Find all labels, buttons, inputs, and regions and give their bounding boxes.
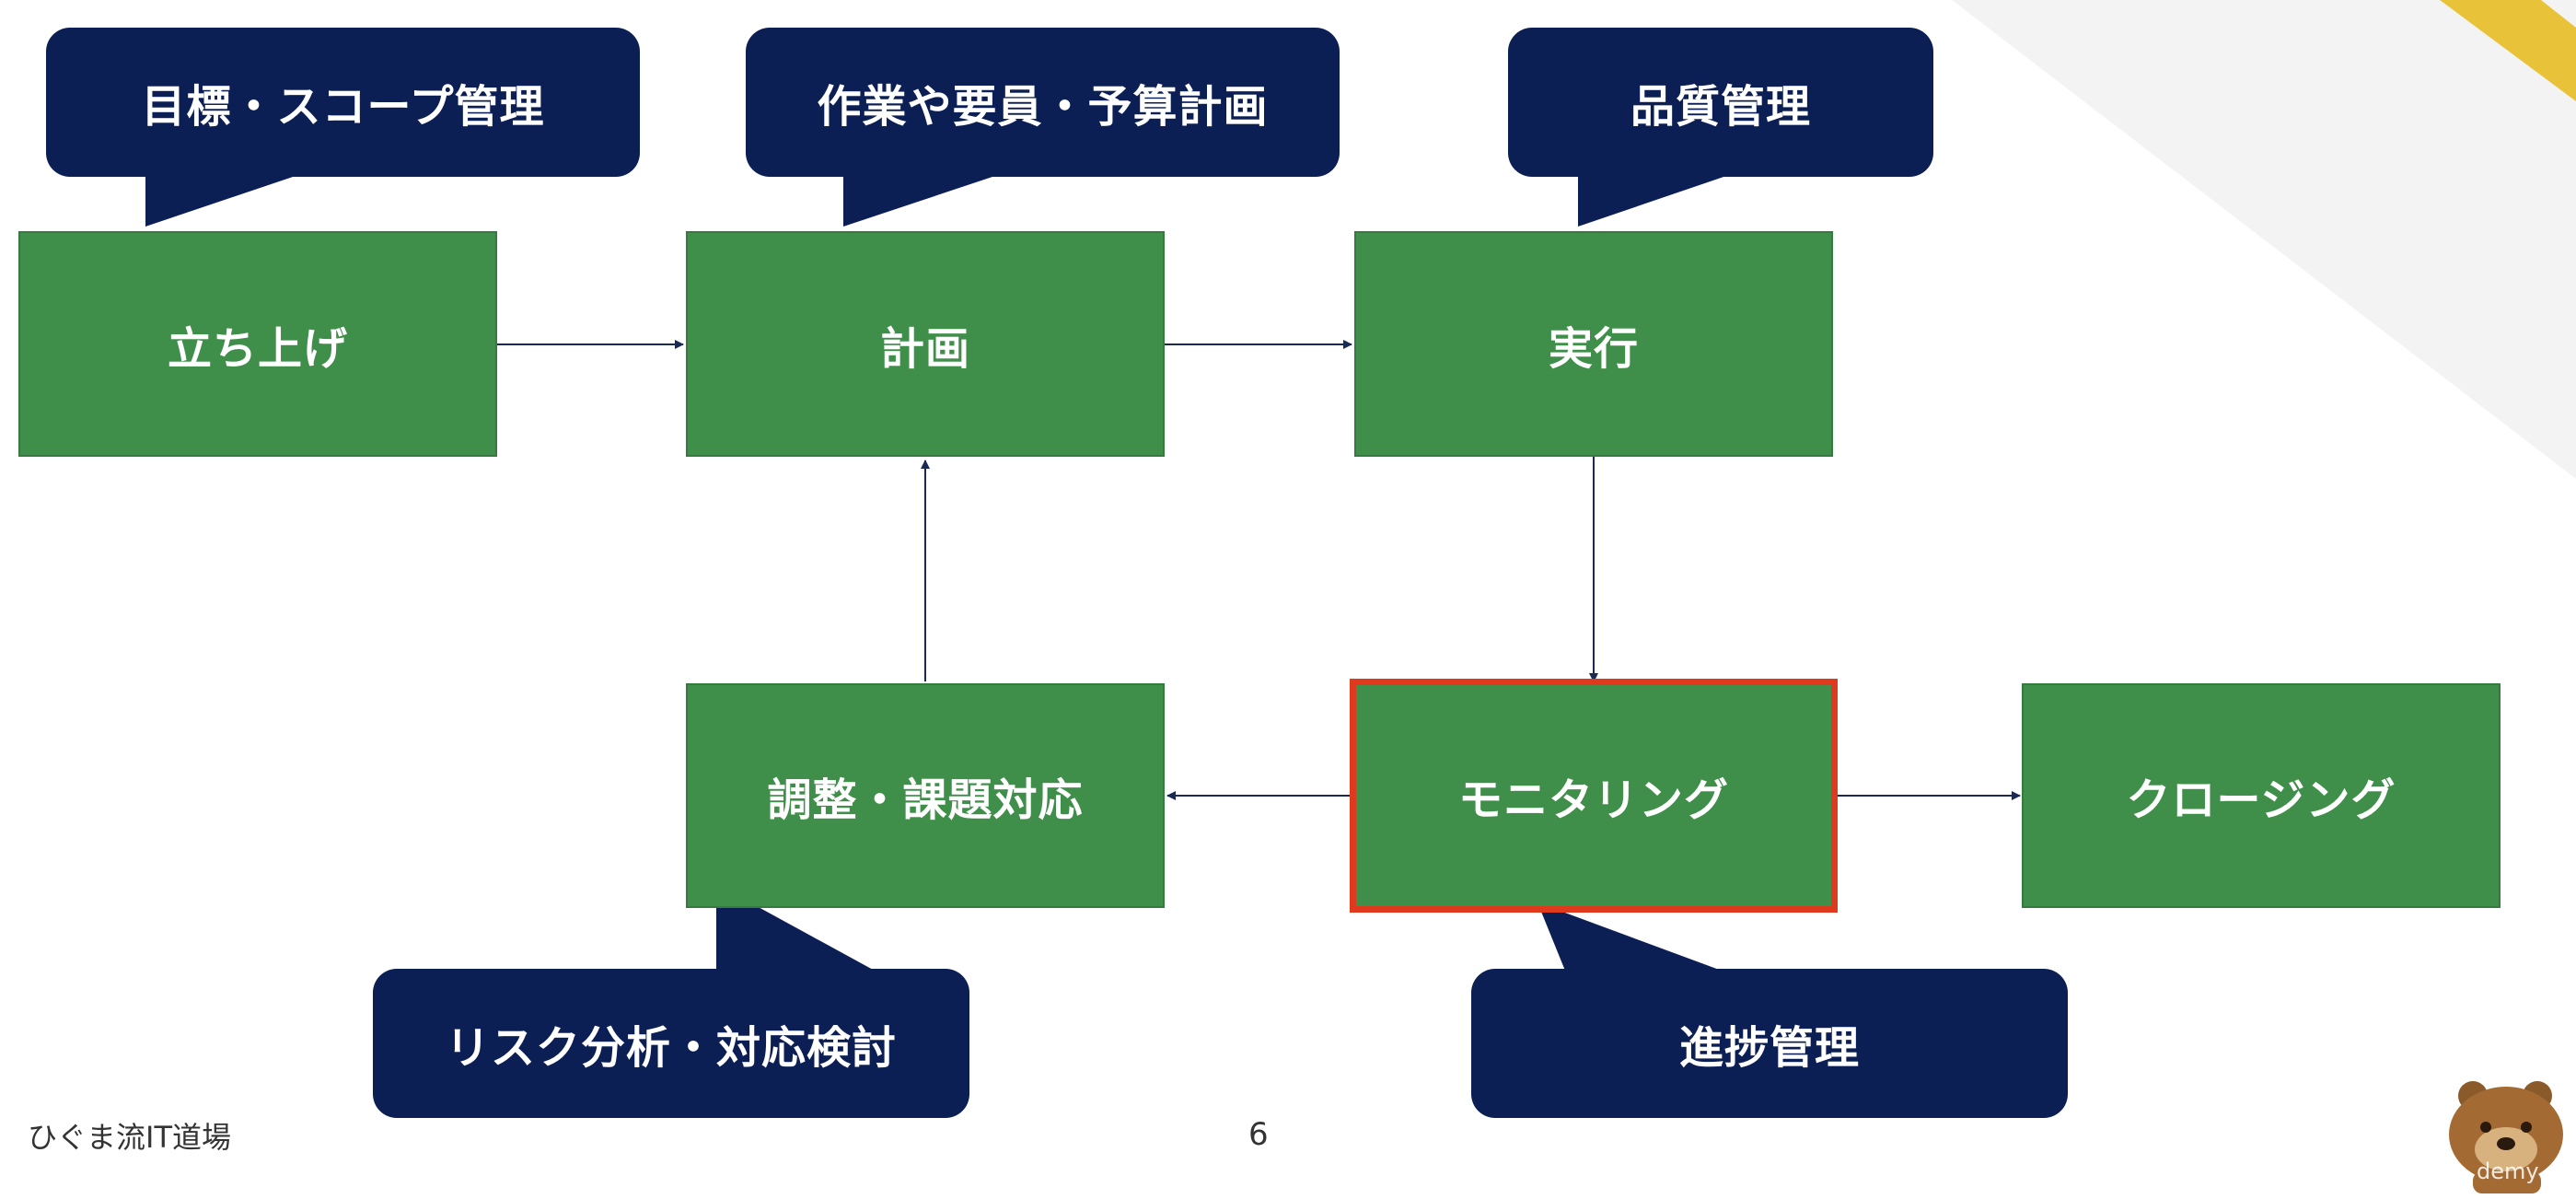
page-number: 6 <box>1248 1116 1269 1153</box>
callout-tail-planning <box>843 173 1004 227</box>
footer-brand: ひぐま流IT道場 <box>28 1120 231 1155</box>
callout-tail-quality <box>1578 173 1735 227</box>
watermark-text: demy <box>2477 1158 2539 1184</box>
callout-planning: 作業や要員・予算計画 <box>746 28 1340 177</box>
callout-progress: 進捗管理 <box>1471 969 2068 1118</box>
callout-scope: 目標・スコープ管理 <box>46 28 640 177</box>
box-closing: クロージング <box>2022 683 2501 908</box>
box-monitor: モニタリング <box>1350 679 1838 913</box>
box-plan: 計画 <box>686 231 1165 457</box>
callout-tail-scope <box>145 173 304 227</box>
callout-tail-progress <box>1537 902 1722 971</box>
box-initiate: 立ち上げ <box>18 231 497 457</box>
callout-risk: リスク分析・対応検討 <box>373 969 969 1118</box>
callout-quality: 品質管理 <box>1508 28 1933 177</box>
box-execute: 実行 <box>1354 231 1833 457</box>
corner-yellow-band <box>2440 0 2576 101</box>
bear-mascot-icon <box>2449 1081 2563 1193</box>
corner-gray-band <box>1952 0 2576 479</box>
box-adjust: 調整・課題対応 <box>686 683 1165 908</box>
